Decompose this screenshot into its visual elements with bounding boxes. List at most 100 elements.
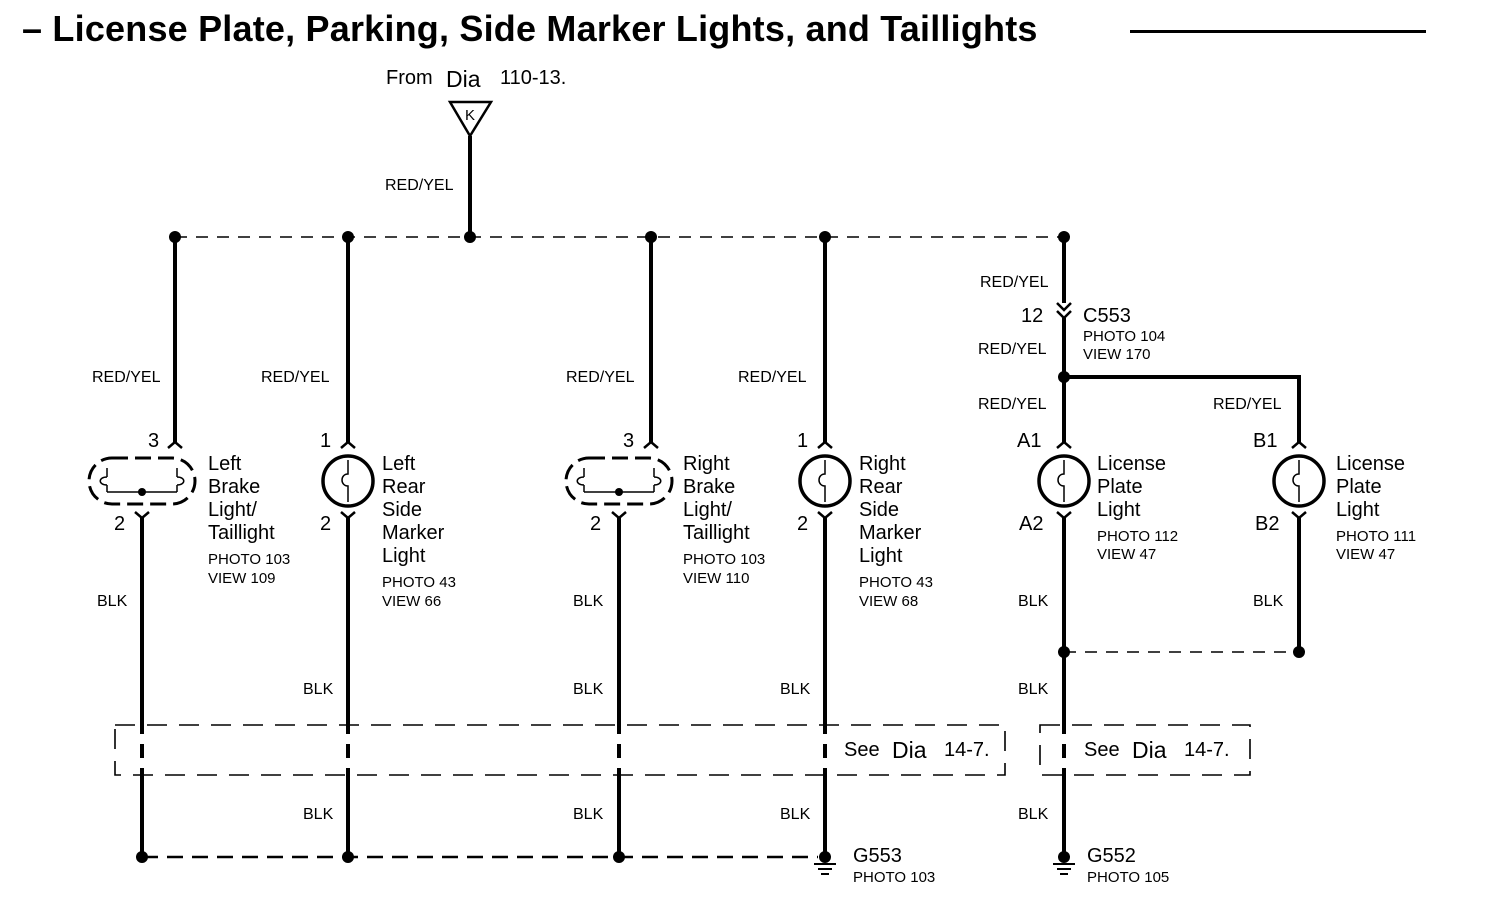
feed-wire-labels: RED/YEL RED/YEL RED/YEL RED/YEL RED/YEL … <box>92 274 1282 413</box>
source-reference[interactable]: From Dia 110-13. K <box>386 66 566 139</box>
component-left-brake-light[interactable]: 3 2 Left Brake Light/ Taillight PHOTO 10… <box>87 430 290 587</box>
wire-label: RED/YEL <box>92 369 161 386</box>
feed-wire-license-b <box>1064 375 1301 442</box>
component-name-line: Rear <box>859 476 903 498</box>
component-name-line: Side <box>859 499 899 521</box>
bulb-icon <box>1037 454 1091 508</box>
terminal-top <box>1291 440 1307 449</box>
component-name-line: Marker <box>382 522 445 544</box>
pin-top-label: B1 <box>1253 430 1277 452</box>
wire-label: RED/YEL <box>738 369 807 386</box>
source-from-label: From <box>386 67 433 89</box>
bulb-icon <box>1272 454 1326 508</box>
ground-g553[interactable]: G553 PHOTO 103 <box>814 845 935 886</box>
c553-view-label: VIEW 170 <box>1083 346 1151 363</box>
wire-label: BLK <box>97 593 128 610</box>
wire-label-source: RED/YEL <box>385 177 454 194</box>
ground-name-label: G553 <box>853 845 902 867</box>
pin-top-label: A1 <box>1017 430 1041 452</box>
component-name-line: License <box>1336 453 1405 475</box>
component-name-line: Left <box>382 453 416 475</box>
c553-connector-symbol <box>1056 302 1072 320</box>
see-dia-outline <box>1039 724 1251 776</box>
title-rule <box>1130 30 1426 33</box>
view-label: VIEW 110 <box>683 570 749 587</box>
c553-pin-label: 12 <box>1021 305 1043 327</box>
pin-top-label: 1 <box>320 430 331 452</box>
ground-photo-label: PHOTO 103 <box>853 869 935 886</box>
component-name-line: Plate <box>1097 476 1143 498</box>
bulb-icon <box>798 454 852 508</box>
pin-bottom-label: B2 <box>1255 513 1279 535</box>
ground-icon <box>1053 863 1075 875</box>
wire-label: BLK <box>780 806 811 823</box>
terminal-bottom <box>817 511 833 520</box>
wire-label: RED/YEL <box>1213 396 1282 413</box>
view-label: VIEW 68 <box>859 593 918 610</box>
wire-label: BLK <box>1018 681 1049 698</box>
wire-label: BLK <box>1018 806 1049 823</box>
component-name-line: Taillight <box>683 522 750 544</box>
component-name-line: Plate <box>1336 476 1382 498</box>
photo-label: PHOTO 103 <box>208 551 290 568</box>
pin-bottom-label: 2 <box>320 513 331 535</box>
component-license-plate-light-a[interactable]: A1 A2 License Plate Light PHOTO 112 VIEW… <box>1017 430 1178 563</box>
ground-splice-dot <box>1058 851 1070 863</box>
see-dia-label: Dia <box>892 737 927 763</box>
see-dia-box-1[interactable]: See Dia 14-7. <box>114 724 1006 776</box>
pin-bottom-label: 2 <box>797 513 808 535</box>
page-title: – License Plate, Parking, Side Marker Li… <box>22 8 1038 49</box>
component-right-side-marker-light[interactable]: 1 2 Right Rear Side Marker Light PHOTO 4… <box>797 430 933 610</box>
terminal-top <box>340 440 356 449</box>
connector-c553[interactable]: 12 C553 PHOTO 104 VIEW 170 <box>1021 302 1165 363</box>
view-label: VIEW 109 <box>208 570 276 587</box>
component-name-line: Light/ <box>208 499 257 521</box>
component-name-line: Light <box>859 545 903 567</box>
terminal-bottom <box>134 511 150 520</box>
ground-splice-dot <box>819 851 831 863</box>
double-bulb-icon <box>564 456 674 506</box>
source-ref-label: 110-13. <box>500 67 566 89</box>
wire-label: BLK <box>1018 593 1049 610</box>
see-ref-label: 14-7. <box>1184 739 1230 761</box>
wire-label: BLK <box>573 806 604 823</box>
component-license-plate-light-b[interactable]: B1 B2 License Plate Light PHOTO 111 VIEW… <box>1253 430 1416 563</box>
photo-label: PHOTO 43 <box>382 574 456 591</box>
ground-g552[interactable]: G552 PHOTO 105 <box>1053 845 1169 886</box>
pin-top-label: 1 <box>797 430 808 452</box>
splice-dot <box>136 851 148 863</box>
component-name-line: Light <box>1097 499 1141 521</box>
connector-k-triangle <box>447 100 494 139</box>
see-dia-box-2[interactable]: See Dia 14-7. <box>1039 724 1251 776</box>
terminal-top <box>1056 440 1072 449</box>
component-right-brake-light[interactable]: 3 2 Right Brake Light/ Taillight PHOTO 1… <box>564 430 765 587</box>
photo-label: PHOTO 111 <box>1336 528 1416 545</box>
wire-label: RED/YEL <box>978 396 1047 413</box>
terminal-bottom <box>1056 511 1072 520</box>
terminal-bottom <box>611 511 627 520</box>
see-label: See <box>1084 739 1120 761</box>
wire-label: RED/YEL <box>566 369 635 386</box>
terminal-top <box>817 440 833 449</box>
see-label: See <box>844 739 880 761</box>
splice-dot <box>464 231 476 243</box>
component-name-line: Brake <box>208 476 260 498</box>
wire-label: BLK <box>1253 593 1284 610</box>
ground-photo-label: PHOTO 105 <box>1087 869 1169 886</box>
view-label: VIEW 66 <box>382 593 441 610</box>
see-dia-label: Dia <box>1132 737 1167 763</box>
pin-bottom-label: 2 <box>114 513 125 535</box>
component-name-line: Side <box>382 499 422 521</box>
pin-bottom-label: 2 <box>590 513 601 535</box>
wire-label: RED/YEL <box>261 369 330 386</box>
component-name-line: Brake <box>683 476 735 498</box>
ground-wire-labels: BLK BLK BLK BLK BLK BLK BLK BLK BLK BLK … <box>97 593 1284 823</box>
component-left-side-marker-light[interactable]: 1 2 Left Rear Side Marker Light PHOTO 43… <box>320 430 456 610</box>
wire-label: BLK <box>573 681 604 698</box>
c553-name-label: C553 <box>1083 305 1131 327</box>
component-name-line: Left <box>208 453 242 475</box>
terminal-bottom <box>1291 511 1307 520</box>
source-dia-label: Dia <box>446 66 481 92</box>
photo-label: PHOTO 43 <box>859 574 933 591</box>
